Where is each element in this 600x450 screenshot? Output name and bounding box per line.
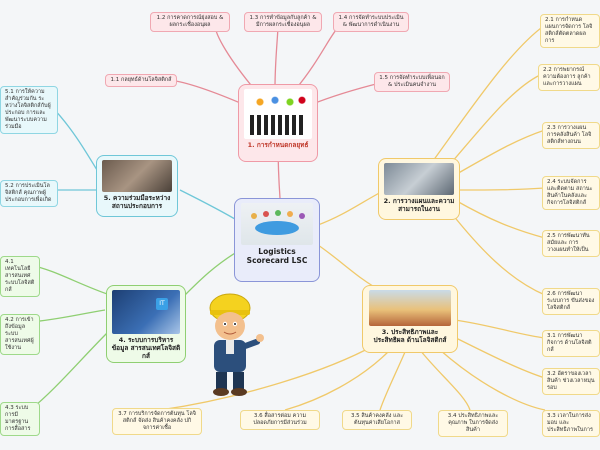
center-title: Logistics Scorecard LSC — [246, 247, 308, 265]
meeting-illustration — [241, 203, 313, 245]
people-network-illustration — [244, 89, 312, 139]
strategy-sub-1[interactable]: 1.1 กลยุทธ์ด้านโลจิสติกส์ — [105, 74, 177, 87]
branch-planning-title: 2. การวางแผนและความสามารถในงาน — [383, 197, 455, 213]
branch-planning[interactable]: 2. การวางแผนและความสามารถในงาน — [378, 158, 460, 220]
performance-sub-7[interactable]: 3.7 การบริการจัดการต้นทุน โลจิสติกส์ จัด… — [112, 408, 202, 435]
strategy-sub-5[interactable]: 1.5 การจัดทำระบบเพื่อนอก & ประเมินคนจำงา… — [374, 72, 450, 92]
center-node[interactable]: Logistics Scorecard LSC — [234, 198, 320, 282]
planning-sub-6[interactable]: 2.6 การพัฒนาระบบการ ขันส่งของโลจิสติกส์ — [542, 288, 600, 315]
strategy-sub-3[interactable]: 1.3 การทำข้อมูลกับลูกค้า & มีการผลกระเชื… — [244, 12, 322, 32]
performance-sub-2[interactable]: 3.2 อัตราของเวลาสินค้า ช่วงเวลาหมุนรอบ — [542, 368, 600, 395]
collab-sub-1[interactable]: 5.1 การให้ความสำคัญร่วมกัน ระหว่างโลจิสต… — [0, 86, 58, 134]
performance-sub-3[interactable]: 3.3 เวลาในการส่งมอบ และประสิทธิภาพในการ — [542, 410, 600, 437]
branch-performance[interactable]: 3. ประสิทธิภาพและประสิทธิผล ด้านโลจิสติก… — [362, 285, 458, 353]
branch-collaboration[interactable]: 5. ความร่วมมือระหว่าง สถานประกอบการ — [96, 155, 178, 217]
planning-sub-1[interactable]: 2.1 การกำหนดแผนการจัดการ โลจิสติกส์ตัดตล… — [540, 14, 600, 48]
info-sub-1[interactable]: 4.1 เทคโนโลยีสารสนเทศ ระบบโลจิสติกส์ — [0, 256, 40, 297]
planning-sub-4[interactable]: 2.4 ระบบจัดการและติดตาม สถานะสินค้าในคลั… — [542, 176, 600, 210]
planning-sub-5[interactable]: 2.5 การพัฒนาทันสมัยและ การวางแผนทำให้เป็… — [542, 230, 600, 257]
planning-sub-3[interactable]: 2.3 การวางแผนการคลังสินค้า โลจิสติกส์ทาง… — [542, 122, 600, 149]
branch-strategy-title: 1. การกำหนดกลยุทธ์ — [247, 141, 309, 149]
strategy-sub-4[interactable]: 1.4 การจัดทำระบบประเมิน & พัฒนาการดำเนิน… — [333, 12, 409, 32]
performance-sub-1[interactable]: 3.1 การพัฒนากิจการ ด้านโลจิสติกส์ — [542, 330, 600, 357]
branch-collaboration-title: 5. ความร่วมมือระหว่าง สถานประกอบการ — [103, 194, 171, 210]
logistics-photo — [369, 290, 451, 326]
collaboration-photo — [102, 160, 172, 192]
performance-sub-6[interactable]: 3.6 สื่อสารต่อม ความปลอดภัยการมีส่วนร่วม — [240, 410, 320, 430]
branch-performance-title: 3. ประสิทธิภาพและประสิทธิผล ด้านโลจิสติก… — [373, 328, 447, 344]
branch-information-systems[interactable]: IT 4. ระบบการบริหารข้อมูล สารสนเทศโลจิสต… — [106, 285, 186, 363]
performance-sub-5[interactable]: 3.5 สินค้าคงคลัง และต้นทุนค่าเสียโอกาส — [342, 410, 412, 430]
branch-strategy[interactable]: 1. การกำหนดกลยุทธ์ — [238, 84, 318, 162]
engineer-mascot — [209, 293, 264, 396]
planning-sub-2[interactable]: 2.2 การพยากรณ์ความต้องการ ลูกค้าและการวา… — [538, 64, 600, 91]
branch-information-systems-title: 4. ระบบการบริหารข้อมูล สารสนเทศโลจิสติกส… — [111, 336, 181, 360]
performance-sub-4[interactable]: 3.4 ประสิทธิภาพและคุณภาพ ในการจัดส่งสินค… — [438, 410, 508, 437]
info-sub-2[interactable]: 4.2 การเข้าถึงข้อมูล ระบบสารสนเทศผู้ใช้ง… — [0, 314, 40, 355]
info-sub-3[interactable]: 4.3 ระบบการมีมาตรฐาน การสื่อสาร — [0, 402, 40, 436]
collab-sub-2[interactable]: 5.2 การประเมินโลจิสติกส์ คุณภาพผู้ประกอบ… — [0, 180, 58, 207]
it-photo: IT — [112, 290, 180, 334]
office-photo — [384, 163, 454, 195]
strategy-sub-2[interactable]: 1.2 การคาดการณ์ยุ่งสอบ & ผลกระเชื่องอนุผ… — [150, 12, 230, 32]
